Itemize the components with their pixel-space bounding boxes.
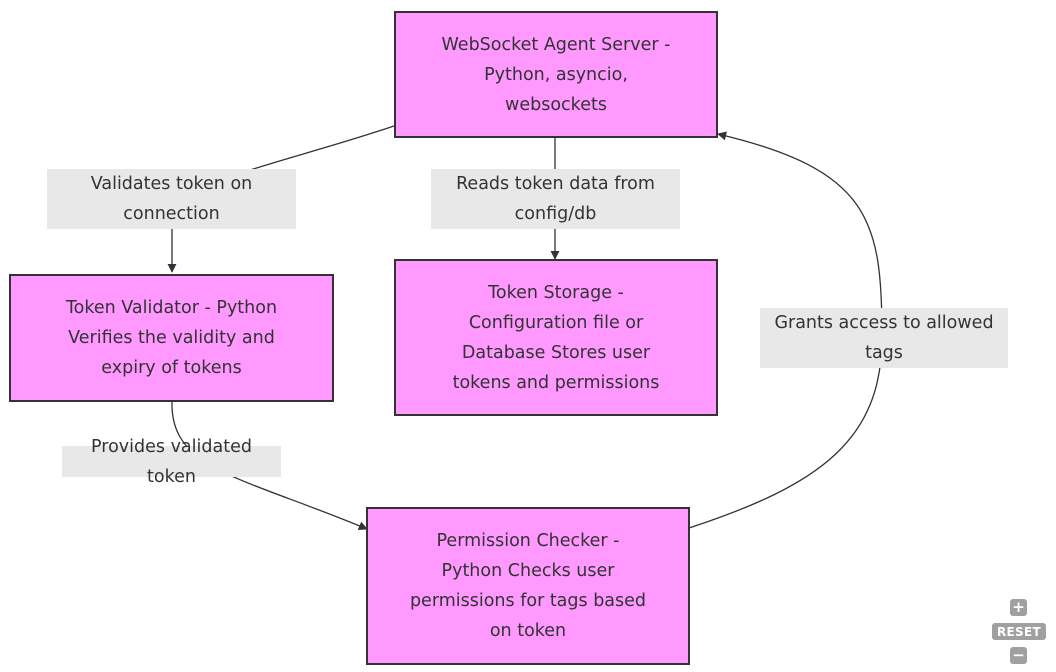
node-permission-checker: Permission Checker - Python Checks user … bbox=[366, 507, 690, 665]
edge-label-text: Grants access to allowed tags bbox=[774, 313, 994, 363]
zoom-in-button[interactable]: + bbox=[1010, 599, 1027, 616]
node-token-storage: Token Storage - Configuration file or Da… bbox=[394, 259, 718, 416]
node-label: WebSocket Agent Server - Python, asyncio… bbox=[441, 34, 671, 115]
node-websocket-agent-server: WebSocket Agent Server - Python, asyncio… bbox=[394, 11, 718, 138]
node-label: Token Storage - Configuration file or Da… bbox=[452, 282, 660, 393]
edge-label-grants-access: Grants access to allowed tags bbox=[760, 308, 1008, 368]
zoom-controls: + RESET − bbox=[991, 597, 1047, 667]
node-token-validator: Token Validator - Python Verifies the va… bbox=[9, 274, 334, 402]
node-label: Token Validator - Python Verifies the va… bbox=[65, 298, 278, 378]
edge-label-provides-validated-token: Provides validated token bbox=[62, 437, 281, 487]
zoom-out-button[interactable]: − bbox=[1010, 647, 1027, 664]
edge-label-text: Provides validated token bbox=[91, 436, 252, 487]
edge-label-text: Validates token on connection bbox=[90, 174, 253, 224]
edge-label-reads-token-data: Reads token data from config/db bbox=[431, 169, 680, 229]
edge-label-validates-token: Validates token on connection bbox=[47, 169, 296, 229]
edge-label-text: Reads token data from config/db bbox=[456, 174, 655, 224]
reset-button[interactable]: RESET bbox=[992, 623, 1046, 640]
node-label: Permission Checker - Python Checks user … bbox=[409, 531, 647, 641]
